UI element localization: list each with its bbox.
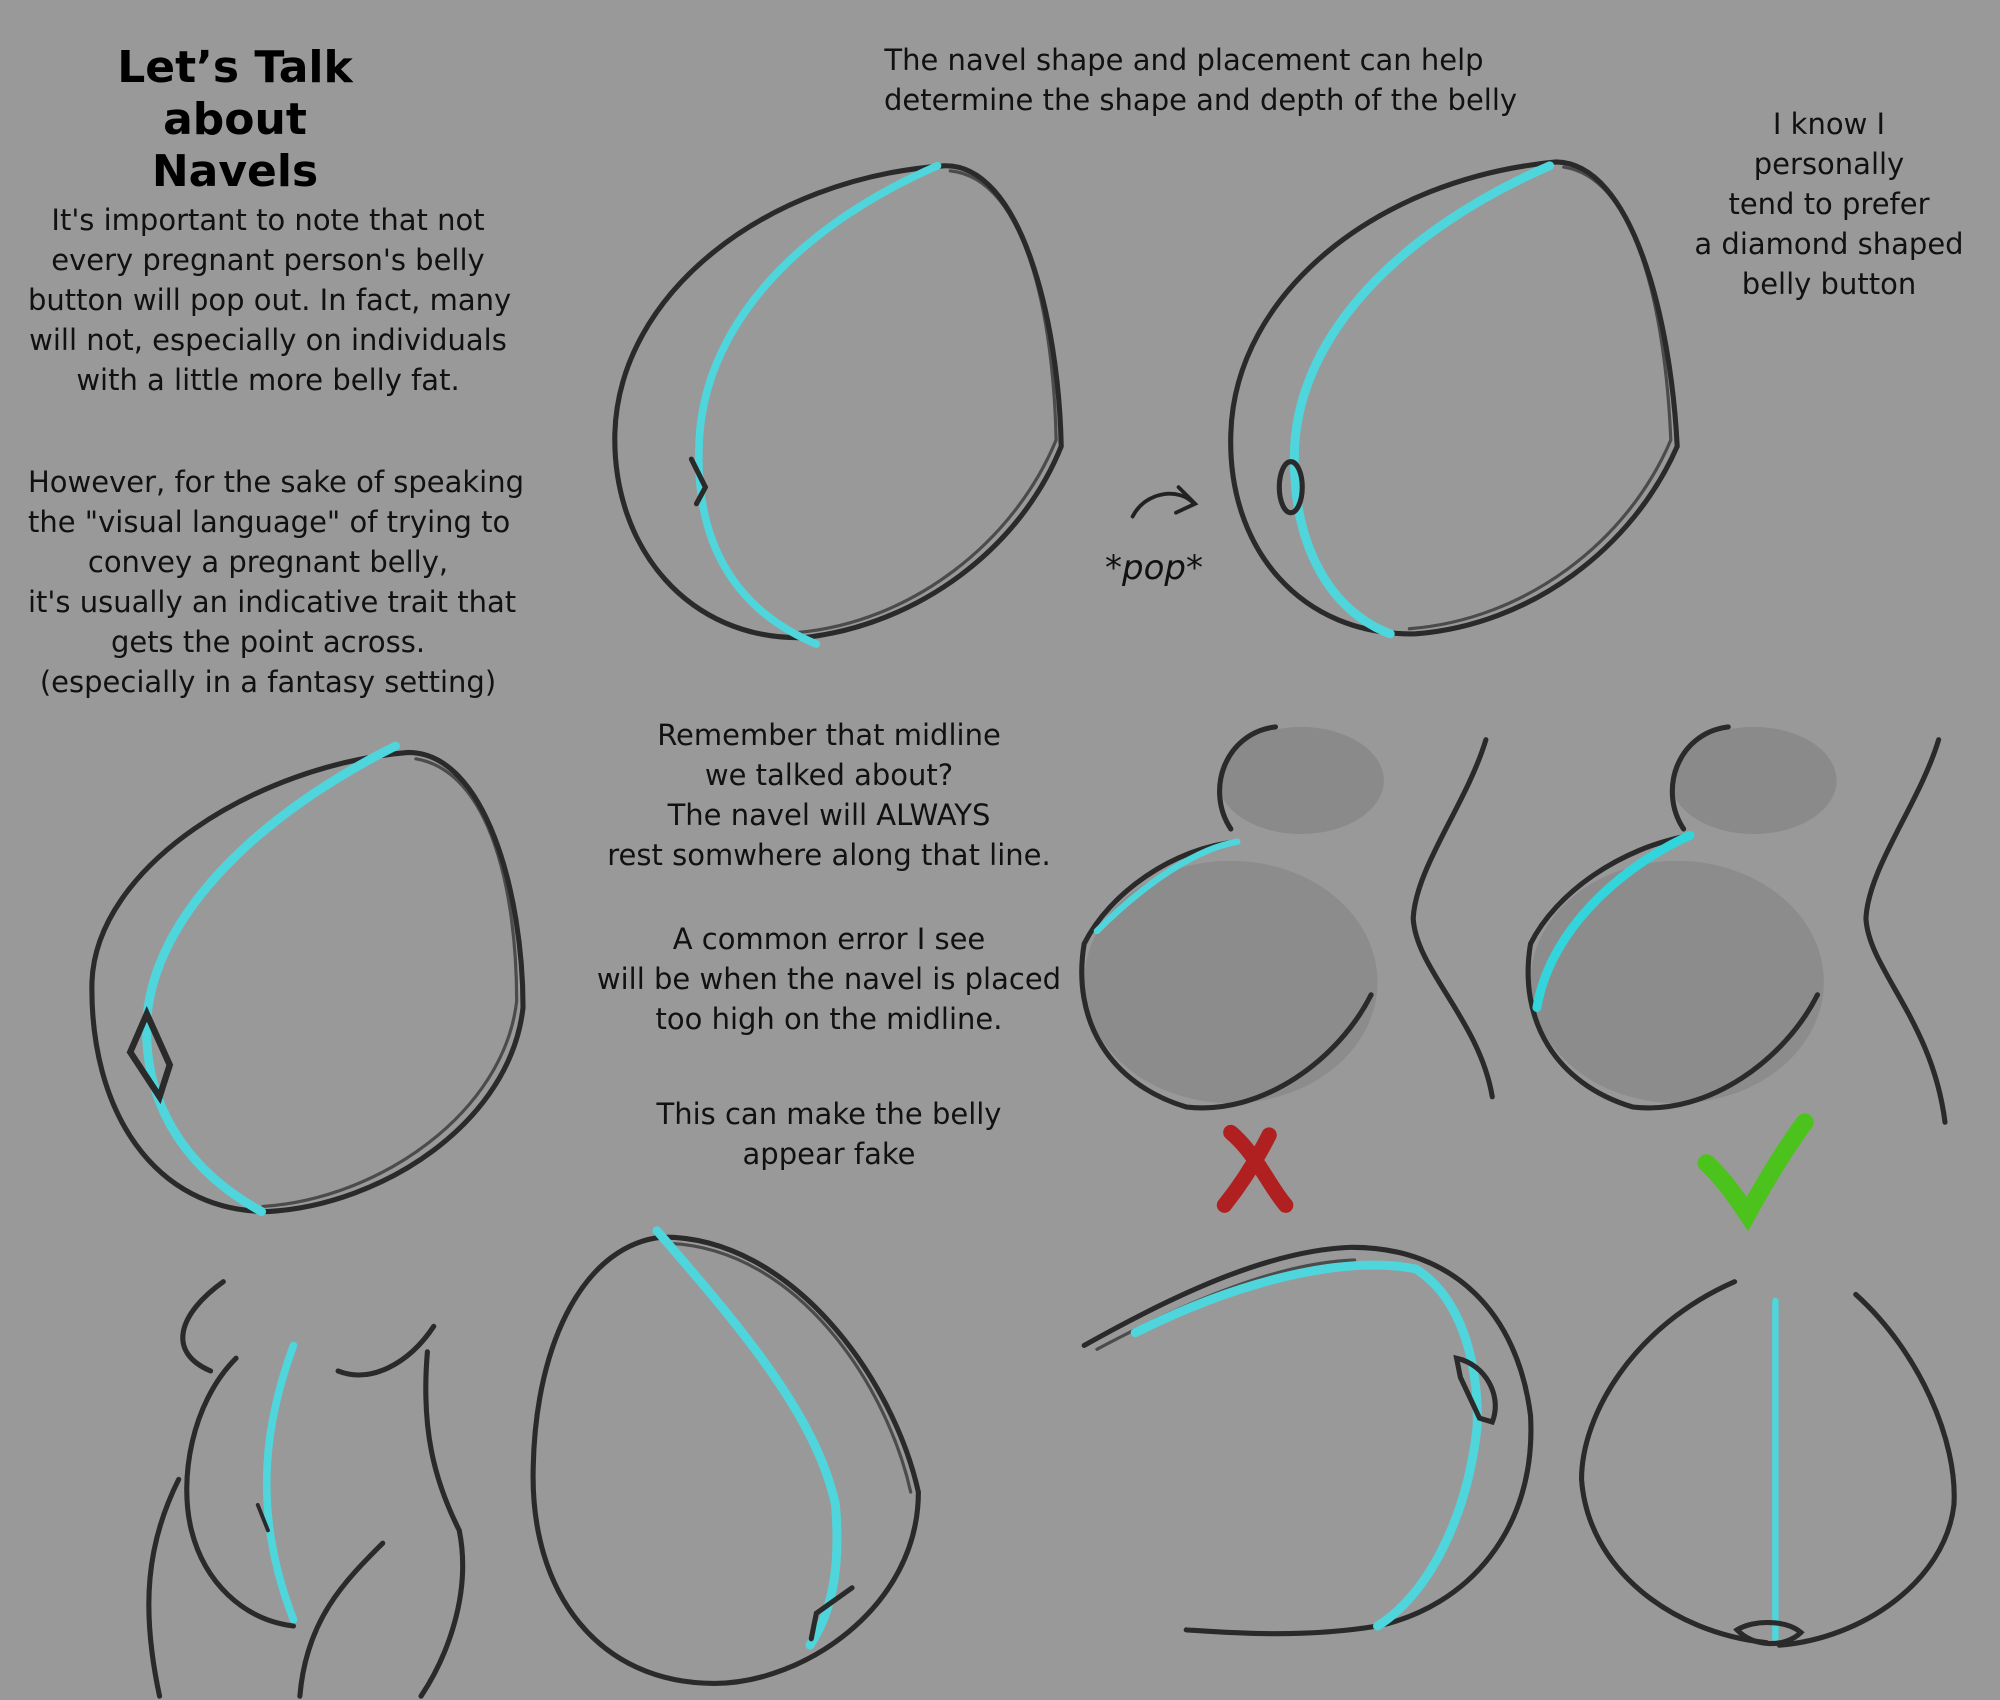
text-line: too high on the midline. [655,1002,1003,1036]
text-line: A common error I see [672,922,986,956]
text-line: convey a pregnant belly, [87,545,449,579]
intro-paragraph-1: It's important to note that not every pr… [28,200,512,400]
belly-sketch-flat-navel [612,161,1064,648]
text-line: belly button [1741,267,1917,301]
torso-sketch [146,1279,466,1699]
text-line: The navel shape and placement can help [884,43,1484,77]
side-belly-right [1525,724,1948,1125]
text-line: button will pop out. In fact, many [28,283,512,317]
pop-label: *pop* [1105,548,1203,588]
text-line: gets the point across. [110,625,426,659]
midline-note: Remember that midline we talked about? T… [589,715,1069,1174]
intro-paragraph-2: However, for the sake of speaking the "v… [28,462,525,702]
spacer [589,1039,1069,1094]
text-line: However, for the sake of speaking [28,465,525,499]
preference-note: I know I personally tend to prefer a dia… [1679,104,1979,304]
text-line: determine the shape and depth of the bel… [884,83,1518,117]
text-line: it's usually an indicative trait that [28,585,517,619]
belly-sketch-popped-navel [1228,159,1680,639]
text-line: rest somwhere along that line. [607,838,1051,872]
title-line: Let’s Talk about [117,42,353,145]
cross-mark-icon [1216,1124,1294,1213]
front-belly-midline [1578,1279,1957,1648]
text-line: I know I [1772,107,1886,141]
text-line: we talked about? [704,758,954,792]
text-line: (especially in a fantasy setting) [39,665,497,699]
side-belly-wrong [1079,724,1495,1111]
check-mark-icon [1697,1113,1814,1232]
belly-sketch-low-navel [530,1226,921,1686]
text-line: will be when the navel is placed [596,962,1062,996]
text-line: tend to prefer [1728,187,1930,221]
title-line: Navels [151,146,319,197]
curved-arrow-icon [1130,485,1199,519]
page-title: Let’s Talk about Navels [40,42,430,198]
belly-sketch-diamond-navel [89,741,526,1217]
text-line: Remember that midline [657,718,1001,752]
text-line: personally [1753,147,1905,181]
text-line: appear fake [742,1137,916,1171]
spacer [589,875,1069,919]
top-caption: The navel shape and placement can help d… [884,40,1518,120]
text-line: It's important to note that not [51,203,485,237]
text-line: with a little more belly fat. [76,363,460,397]
text-line: This can make the belly [656,1097,1002,1131]
side-belly-midline [1081,1244,1534,1637]
text-line: the "visual language" of trying to [28,505,511,539]
text-line: every pregnant person's belly [51,243,485,277]
text-line: a diamond shaped [1694,227,1964,261]
text-line: will not, especially on individuals [29,323,507,357]
text-line: The navel will ALWAYS [667,798,991,832]
